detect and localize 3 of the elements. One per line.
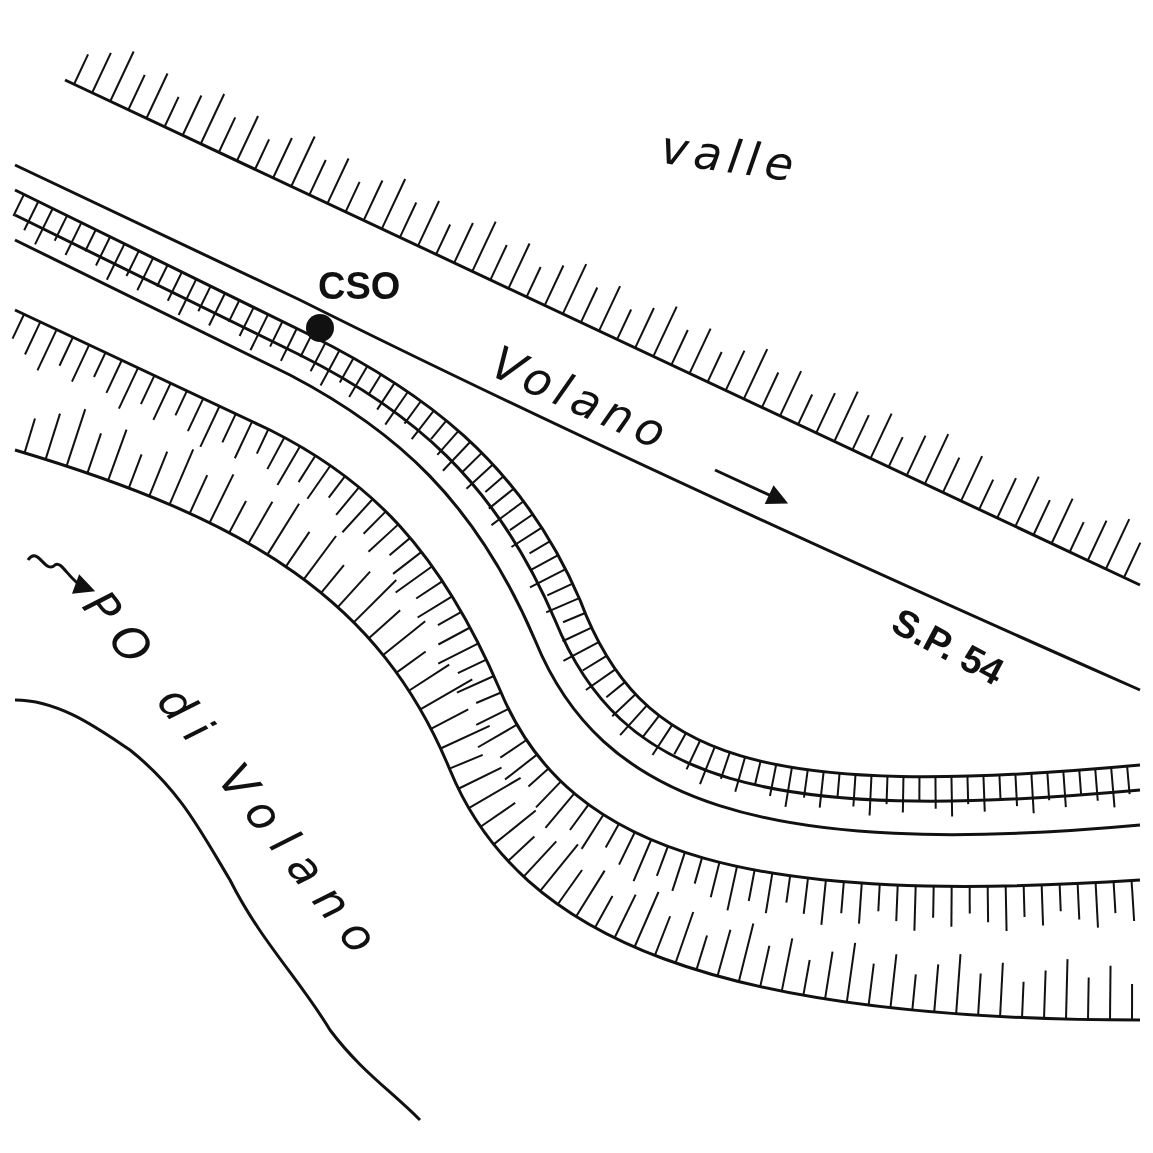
station-label: CSO [318, 265, 401, 308]
road-label: S.P. 54 [884, 600, 1011, 695]
area-label: valle [657, 120, 803, 193]
